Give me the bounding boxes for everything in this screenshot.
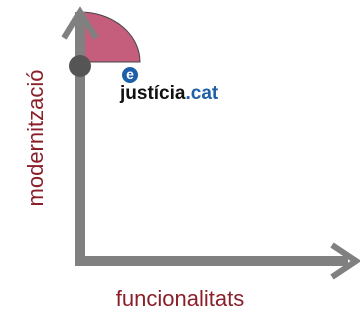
y-axis-arrowhead: [61, 6, 99, 40]
x-axis-arrowhead: [330, 242, 360, 280]
x-axis-label: funcionalitats: [115, 286, 245, 311]
highlight-region: [79, 11, 141, 63]
position-marker: [69, 55, 91, 77]
logo-tld: .cat: [185, 83, 219, 104]
logo-wordmark: justícia.cat: [120, 83, 218, 105]
logo-name: justícia: [120, 83, 186, 104]
y-axis-label: modernització: [23, 69, 48, 207]
justicia-cat-logo: e justícia.cat: [118, 66, 254, 114]
logo-e-icon: e: [122, 67, 138, 83]
